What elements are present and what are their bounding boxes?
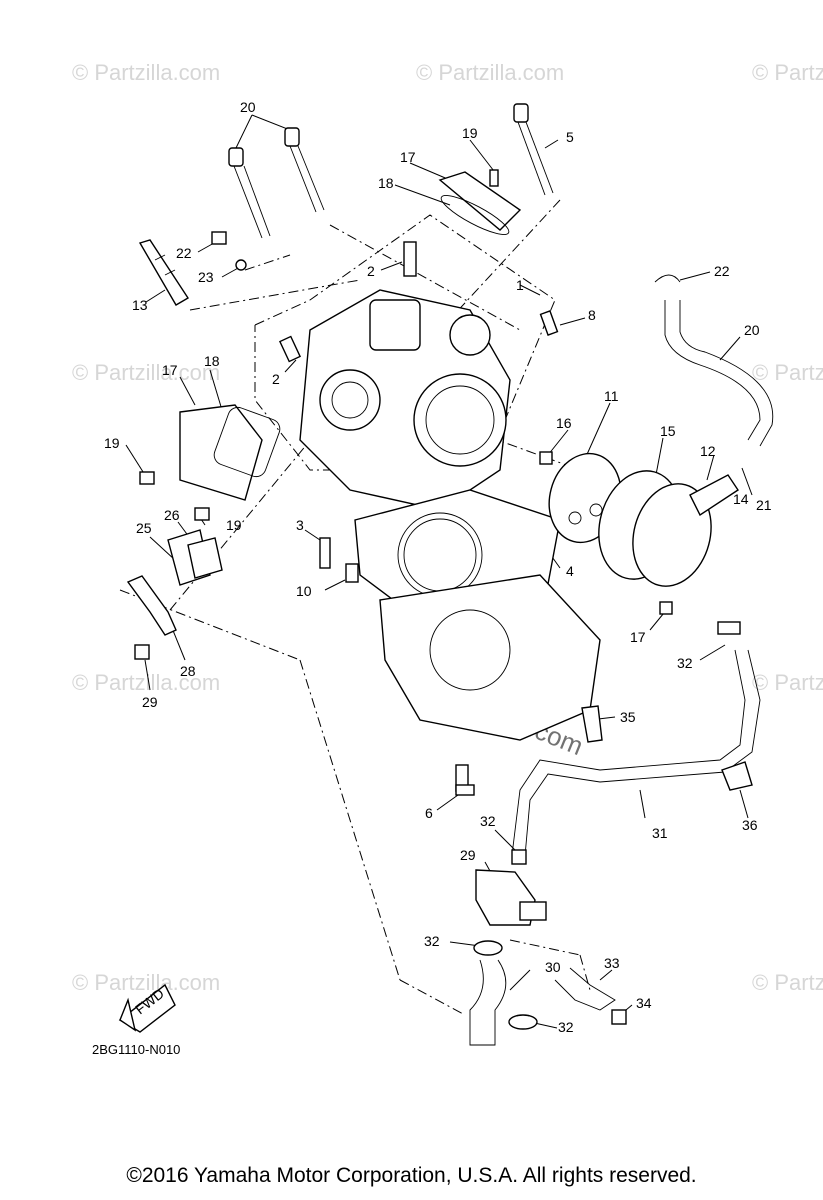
watermark: © Partzilla.com bbox=[752, 670, 823, 695]
callout: 16 bbox=[556, 415, 572, 431]
callout: 19 bbox=[462, 125, 478, 141]
callout: 25 bbox=[136, 520, 152, 536]
callout: 26 bbox=[164, 507, 180, 523]
callout: 35 bbox=[620, 709, 636, 725]
callout: 29 bbox=[460, 847, 476, 863]
callout: 32 bbox=[558, 1019, 574, 1035]
callout: 23 bbox=[198, 269, 214, 285]
callout: 14 bbox=[733, 491, 749, 507]
callout: 18 bbox=[378, 175, 394, 191]
callout: 32 bbox=[677, 655, 693, 671]
callout-numbers: 20 5 19 17 18 22 23 13 2 1 8 22 20 2 17 … bbox=[104, 99, 772, 1035]
callout: 28 bbox=[180, 663, 196, 679]
hose-20 bbox=[654, 274, 774, 447]
callout: 30 bbox=[545, 959, 561, 975]
watermark: © Partzilla.com bbox=[752, 970, 823, 995]
callout: 17 bbox=[162, 362, 178, 378]
callout: 11 bbox=[604, 388, 619, 404]
spark-plug bbox=[138, 239, 189, 306]
cylinder bbox=[379, 574, 601, 741]
watermark: © Partzilla.com bbox=[752, 360, 823, 385]
watermark: © Partzilla.com bbox=[72, 360, 220, 385]
callout: 33 bbox=[604, 955, 620, 971]
callout: 17 bbox=[630, 629, 646, 645]
callout: 15 bbox=[660, 423, 676, 439]
tappet-cover-top bbox=[438, 171, 522, 235]
dowel-pins bbox=[278, 241, 417, 583]
callout: 32 bbox=[424, 933, 440, 949]
callout: 12 bbox=[700, 443, 716, 459]
watermark: © Partzilla.com bbox=[72, 670, 220, 695]
callout: 8 bbox=[588, 307, 596, 323]
watermark: © Partzilla.com bbox=[72, 970, 220, 995]
callout: 22 bbox=[714, 263, 730, 279]
callout: 22 bbox=[176, 245, 192, 261]
callout: 29 bbox=[142, 694, 158, 710]
callout: 19 bbox=[104, 435, 120, 451]
callout: 20 bbox=[240, 99, 256, 115]
callout: 32 bbox=[480, 813, 496, 829]
callout: 6 bbox=[425, 805, 433, 821]
callout: 3 bbox=[296, 517, 304, 533]
callout: 13 bbox=[132, 297, 148, 313]
callout: 31 bbox=[652, 825, 668, 841]
callout: 34 bbox=[636, 995, 652, 1011]
diagram-code: 2BG1110-N010 bbox=[92, 1042, 181, 1057]
tappet-cover-side bbox=[179, 404, 281, 501]
callout: 2 bbox=[272, 371, 280, 387]
callout: 1 bbox=[516, 277, 524, 293]
air-induction-plate bbox=[548, 452, 739, 587]
copyright-notice: ©2016 Yamaha Motor Corporation, U.S.A. A… bbox=[126, 1164, 697, 1187]
callout: 19 bbox=[226, 517, 242, 533]
callout: 20 bbox=[744, 322, 760, 338]
watermark: © Partzilla.com bbox=[752, 60, 823, 85]
callout: 10 bbox=[296, 583, 312, 599]
cylinder-head bbox=[299, 289, 511, 511]
callout: 4 bbox=[566, 563, 574, 579]
callout: 5 bbox=[566, 129, 574, 145]
air-hose-assembly bbox=[469, 621, 761, 1046]
callout: 18 bbox=[204, 353, 220, 369]
cylinder-head-bolts bbox=[228, 103, 554, 239]
watermark: © Partzilla.com bbox=[416, 60, 564, 85]
callout: 21 bbox=[756, 497, 772, 513]
small-bolts bbox=[134, 169, 673, 1025]
watermark: © Partzilla.com bbox=[72, 60, 220, 85]
callout: 2 bbox=[367, 263, 375, 279]
reed-valve bbox=[126, 529, 223, 636]
callout: 36 bbox=[742, 817, 758, 833]
callout: 17 bbox=[400, 149, 416, 165]
